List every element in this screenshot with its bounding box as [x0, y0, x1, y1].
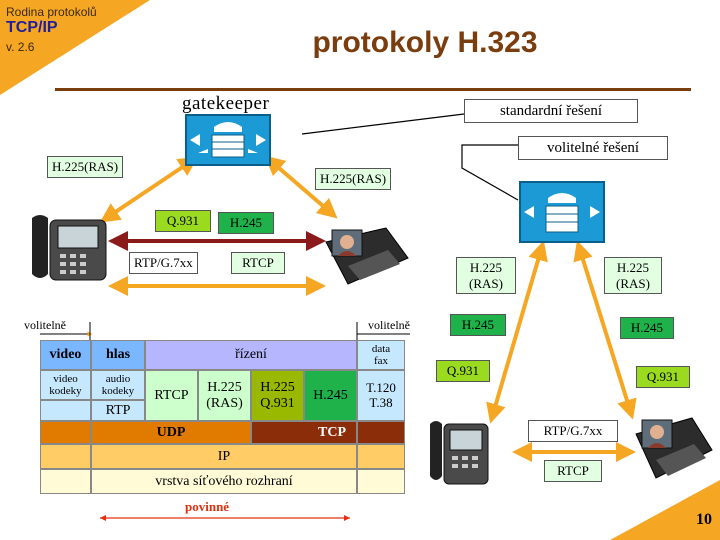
stack-udp-left-edge: [40, 421, 91, 444]
stack-ip: IP: [91, 444, 357, 469]
gatekeeper-icon-right: [519, 181, 605, 243]
stack-h225-q931: H.225 Q.931: [251, 370, 304, 421]
stack-video-filler: [40, 400, 91, 421]
gatekeeper-icon: [185, 114, 271, 166]
stack-data-fax: data fax: [357, 340, 405, 370]
stack-rtp: RTP: [91, 400, 145, 421]
h225-ras-label-left: H.225(RAS): [47, 156, 124, 178]
stack-video-codecs: video kodeky: [40, 370, 91, 400]
page-number: 10: [696, 511, 712, 528]
rtp-label-right: RTP/G.7xx: [528, 420, 618, 442]
optional-label-left: volitelně: [24, 318, 66, 332]
stack-network-layer: vrstva síťového rozhraní: [91, 469, 357, 494]
q931-label-right-right: Q.931: [636, 366, 690, 388]
h225-ras-label-right-right: H.225 (RAS): [604, 257, 662, 295]
stack-tcp: TCP: [251, 421, 357, 444]
title-divider: [55, 88, 691, 91]
brand-line-2: TCP/IP: [6, 19, 58, 36]
brand-line-1: Rodina protokolů: [6, 5, 97, 19]
h245-label-right-right: H.245: [620, 317, 674, 339]
brand-line-3: v. 2.6: [6, 40, 35, 54]
standard-solution-label: standardní řešení: [464, 99, 638, 123]
stack-network-right-edge: [357, 469, 405, 494]
h245-label-right-left: H.245: [450, 314, 506, 336]
stack-video: video: [40, 340, 91, 370]
stack-network-left-edge: [40, 469, 91, 494]
stack-t120: T.120 T.38: [357, 370, 405, 421]
rtcp-label-right: RTCP: [544, 460, 602, 482]
stack-tcp-right-edge: [357, 421, 405, 444]
page-title: protokoly H.323: [312, 26, 538, 59]
video-phone-icon-right: [635, 417, 713, 479]
stack-rtcp: RTCP: [145, 370, 198, 421]
h225-ras-label-right-left: H.225 (RAS): [456, 257, 516, 295]
q931-label-right-left: Q.931: [436, 360, 490, 382]
stack-h225-ras: H.225 (RAS): [198, 370, 251, 421]
stack-control: řízení: [145, 340, 357, 370]
h225-ras-label-right: H.225(RAS): [315, 168, 392, 190]
corner-decoration: [0, 0, 150, 95]
optional-label-right: volitelně: [368, 318, 410, 332]
optional-solution-label: volitelné řešení: [518, 136, 668, 160]
stack-udp: UDP: [91, 421, 251, 444]
rtp-label: RTP/G.7xx: [129, 252, 198, 274]
q931-label: Q.931: [155, 210, 211, 232]
rtcp-label: RTCP: [231, 252, 285, 274]
video-phone-icon: [325, 227, 409, 285]
stack-ip-left-edge: [40, 444, 91, 469]
stack-voice: hlas: [91, 340, 145, 370]
mandatory-label: povinné: [185, 499, 230, 514]
stack-h245: H.245: [304, 370, 357, 421]
ip-phone-icon-right: [430, 421, 489, 485]
h245-label: H.245: [218, 212, 274, 234]
ip-phone-icon: [32, 215, 107, 281]
gatekeeper-label: gatekeeper: [182, 93, 270, 114]
stack-audio-codecs: audio kodeky: [91, 370, 145, 400]
stack-ip-right-edge: [357, 444, 405, 469]
corner-decoration-bottom: [610, 480, 720, 540]
